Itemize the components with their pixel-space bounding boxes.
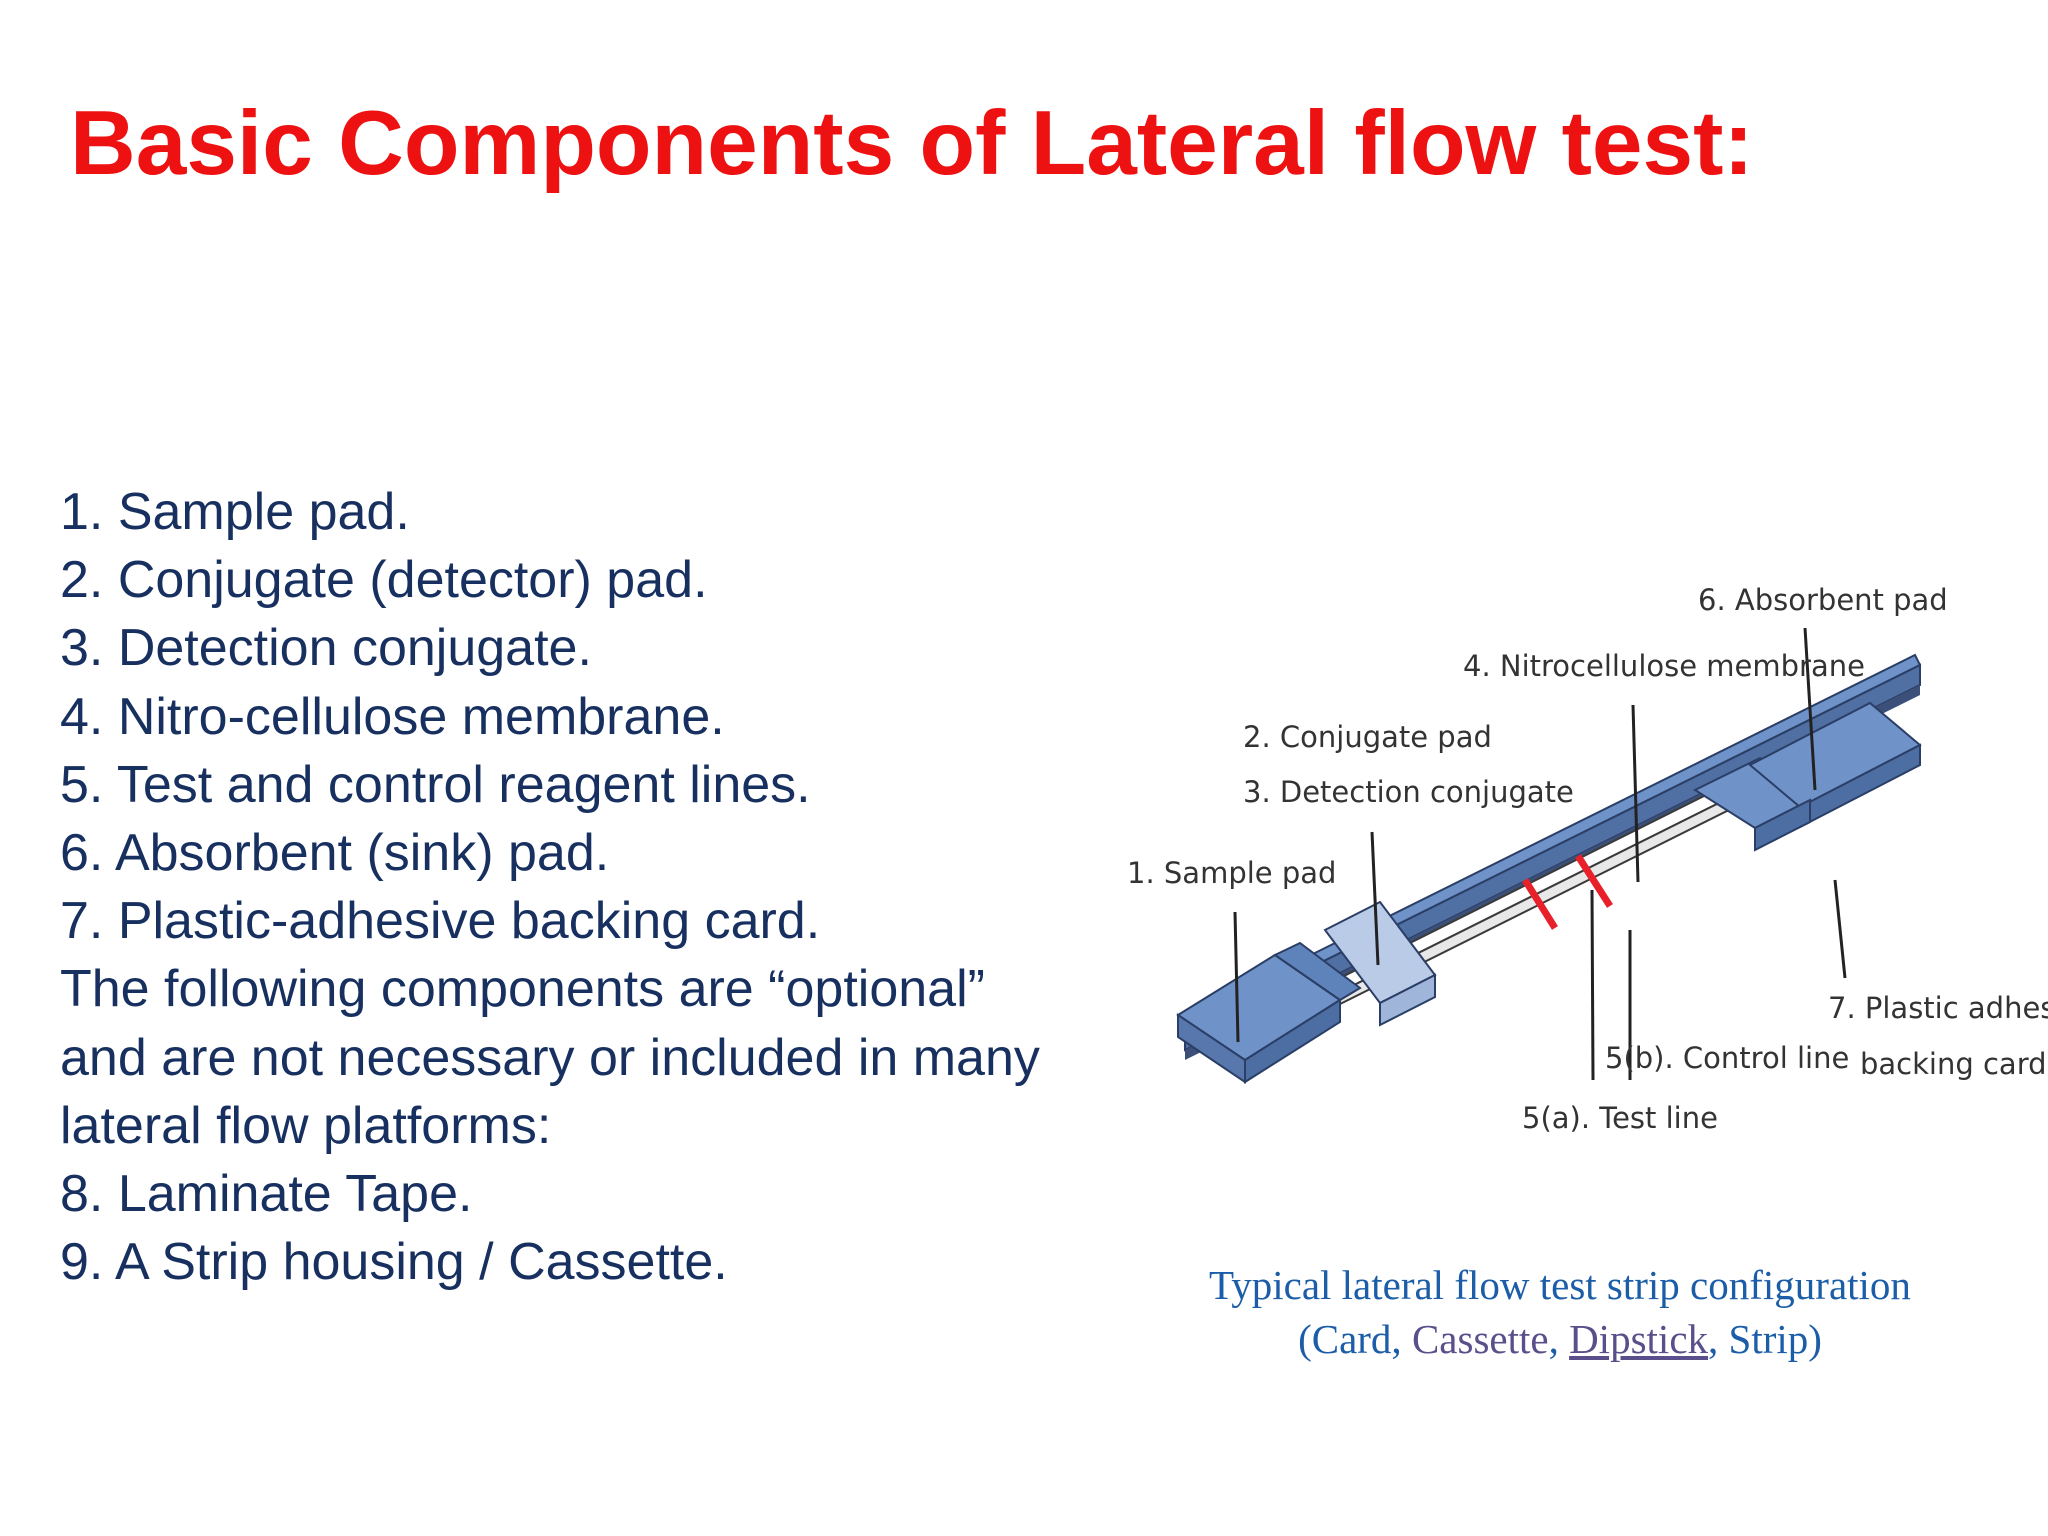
optional-note: and are not necessary or included in man… (60, 1028, 1040, 1087)
label-control-line: 5(b). Control line (1605, 1041, 1849, 1075)
leader-line (1833, 879, 1847, 979)
label-absorbent-pad: 6. Absorbent pad (1698, 583, 1948, 617)
list-item: 3. Detection conjugate. (60, 619, 592, 678)
list-item: 6. Absorbent (sink) pad. (60, 823, 610, 882)
label-plastic-adhesive: 7. Plastic adhesive (1828, 991, 2048, 1025)
leader-line (1370, 831, 1380, 966)
caption-open: (Card, (1298, 1316, 1412, 1362)
label-detection-conjugate: 3. Detection conjugate (1243, 775, 1574, 809)
component-list: 1. Sample pad. 2. Conjugate (detector) p… (60, 478, 1040, 1296)
list-item: 4. Nitro-cellulose membrane. (60, 687, 725, 746)
optional-note: The following components are “optional” (60, 960, 985, 1019)
caption-end: , Strip) (1708, 1316, 1822, 1362)
list-item: 9. A Strip housing / Cassette. (60, 1233, 728, 1292)
label-conjugate-pad: 2. Conjugate pad (1243, 720, 1492, 754)
sample-pad (1176, 941, 1362, 1084)
leader-line (1631, 704, 1640, 883)
label-nitrocellulose: 4. Nitrocellulose membrane (1463, 649, 1865, 683)
caption-line-1: Typical lateral flow test strip configur… (1209, 1262, 1911, 1308)
test-line-mark (1522, 878, 1558, 930)
lateral-flow-strip-diagram: 6. Absorbent pad 4. Nitrocellulose membr… (1127, 583, 2048, 1135)
leader-line (1233, 911, 1240, 1043)
label-sample-pad: 1. Sample pad (1127, 856, 1336, 890)
list-item: 5. Test and control reagent lines. (60, 755, 811, 814)
label-test-line: 5(a). Test line (1522, 1101, 1718, 1135)
caption-sep: , (1548, 1316, 1570, 1362)
leader-line (1590, 889, 1595, 1081)
label-backing-card: backing card (1860, 1047, 2047, 1081)
list-item: 1. Sample pad. (60, 483, 410, 541)
absorbent-pad (1692, 701, 1922, 852)
list-item: 2. Conjugate (detector) pad. (60, 551, 708, 610)
list-item: 8. Laminate Tape. (60, 1164, 473, 1223)
dipstick-link[interactable]: Dipstick (1569, 1316, 1709, 1362)
optional-note: lateral flow platforms: (60, 1096, 552, 1155)
conjugate-pad (1323, 900, 1437, 1027)
list-item: 7. Plastic-adhesive backing card. (60, 892, 821, 951)
figure-caption: Typical lateral flow test strip configur… (1110, 1258, 2010, 1366)
caption-line-2: (Card, Cassette, Dipstick, Strip) (1110, 1312, 2010, 1366)
slide-title: Basic Components of Lateral flow test: (70, 93, 1754, 194)
leader-line (1803, 627, 1817, 791)
caption-cassette: Cassette (1411, 1316, 1549, 1362)
control-line-mark (1575, 854, 1613, 908)
